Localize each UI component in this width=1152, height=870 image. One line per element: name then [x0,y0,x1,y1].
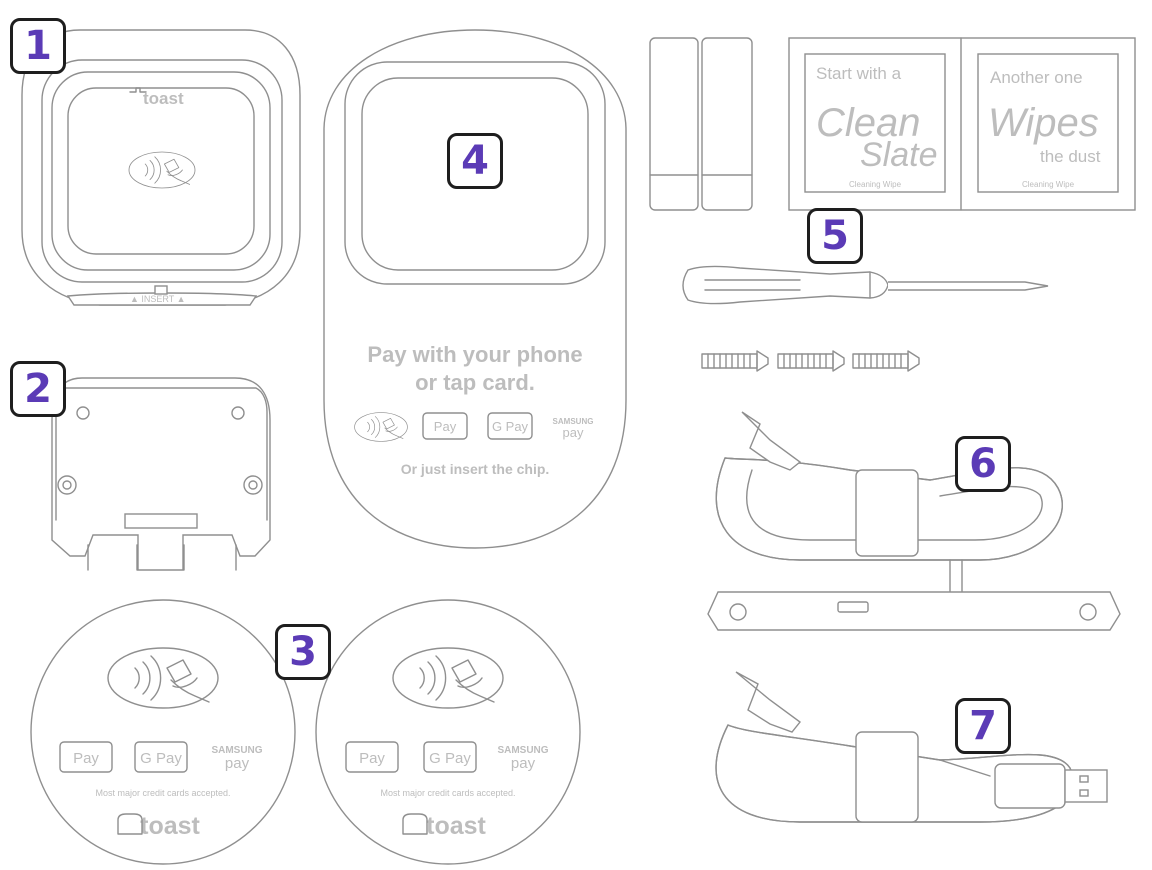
sticker-brand: toast [426,812,486,840]
callout-2: 2 [10,361,66,417]
callout-4: 4 [447,133,503,189]
contactless-icon [392,647,504,709]
adhesive-strips [649,37,753,211]
toast-logo-icon [129,87,147,93]
wipe-1-caption: Cleaning Wipe [849,180,902,189]
apple-pay-label: Pay [359,750,385,767]
wipe-1-script2: Slate [860,136,938,174]
pay-label: pay [511,755,536,772]
cleaning-wipes: Start with a Clean Slate Cleaning Wipe A… [788,37,1136,211]
cable-with-clip [707,411,1121,631]
stand-footer: Or just insert the chip. [401,461,550,477]
stand-headline-1: Pay with your phone [367,342,582,367]
callout-7: 7 [955,698,1011,754]
nfc-sticker-left: Pay G Pay SAMSUNG pay Most major credit … [30,599,296,865]
callout-5: 5 [807,208,863,264]
wipe-2-script1: Wipes [988,101,1099,145]
nfc-sticker-right: Pay G Pay SAMSUNG pay Most major credit … [315,599,581,865]
screwdriver [682,265,1049,305]
apple-pay-label: Pay [73,750,99,767]
contactless-icon [128,151,196,189]
wipe-1-line1: Start with a [816,64,902,83]
accepted-text: Most major credit cards accepted. [380,788,515,798]
callout-1: 1 [10,18,66,74]
usb-cable [715,671,1108,823]
contactless-icon [107,647,219,709]
google-pay-label: G Pay [492,419,529,434]
toast-logo-icon [402,813,428,835]
google-pay-label: G Pay [429,750,471,767]
wipe-1-script1: Clean [816,101,921,145]
apple-pay-label: Pay [434,419,457,434]
samsung-label: SAMSUNG [211,745,262,756]
card-reader: toast ▲ INSERT ▲ [21,29,301,306]
wipe-2-line1: Another one [990,68,1083,87]
reader-brand: toast [143,89,184,108]
contactless-icon [354,412,408,442]
sticker-brand: toast [140,812,200,840]
accepted-text: Most major credit cards accepted. [95,788,230,798]
toast-logo-icon [117,813,143,835]
wipe-2-caption: Cleaning Wipe [1022,180,1075,189]
stand-headline-2: or tap card. [415,370,535,395]
screws [701,350,920,372]
reader-stand: Pay with your phone or tap card. Pay G P… [323,29,627,549]
samsung-label: SAMSUNG [497,745,548,756]
pay-label: pay [563,425,584,440]
wipe-2-line2: the dust [1040,147,1101,166]
pay-label: pay [225,755,250,772]
insert-label: ▲ INSERT ▲ [130,294,186,304]
callout-3: 3 [275,624,331,680]
mounting-bracket [51,377,271,571]
samsung-label: SAMSUNG [553,417,594,426]
callout-6: 6 [955,436,1011,492]
google-pay-label: G Pay [140,750,182,767]
